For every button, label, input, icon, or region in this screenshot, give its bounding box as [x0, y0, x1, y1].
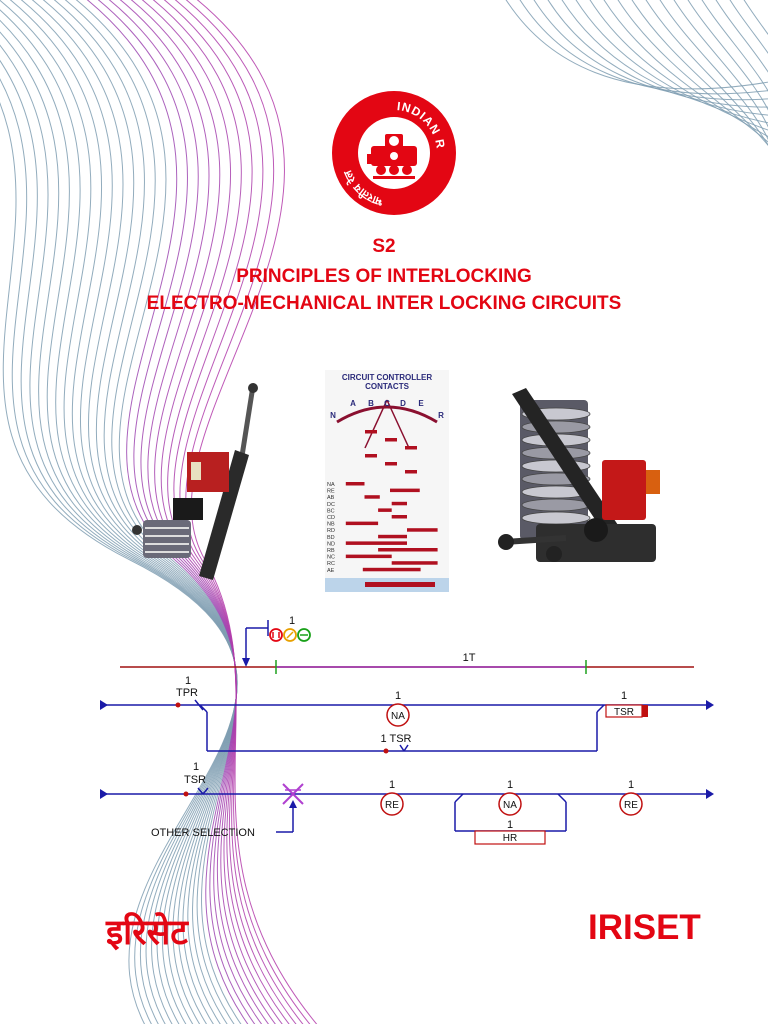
re1-number: 1 — [389, 779, 395, 791]
other-selection-label: OTHER SELECTION — [151, 827, 255, 839]
diagram-position-label: R — [438, 411, 444, 420]
na1-label: NA — [391, 711, 405, 722]
diagram-row-label: RE — [327, 489, 335, 495]
hr-number: 1 — [507, 819, 513, 831]
diagram-title-2: CONTACTS — [365, 382, 410, 391]
title-line-1: PRINCIPLES OF INTERLOCKING — [236, 266, 532, 287]
tpr-number: 1 — [185, 675, 191, 687]
diagram-contact-bar — [390, 488, 420, 493]
locomotive-emblem-icon — [367, 134, 417, 179]
diagram-contact-bar — [365, 430, 377, 434]
other-selection-contact-icon — [282, 783, 304, 805]
diagram-row-label: ND — [327, 541, 335, 547]
diagram-row-label: CD — [327, 515, 335, 521]
diagram-contact-bar — [385, 438, 397, 442]
diagram-contact-bar — [345, 541, 407, 545]
na2-number: 1 — [507, 779, 513, 791]
tsr-right-label: TSR — [614, 707, 634, 718]
diagram-row-label: AB — [327, 495, 335, 501]
hr-label: HR — [503, 833, 517, 844]
diagram-row-label: BC — [327, 508, 335, 514]
re2-number: 1 — [628, 779, 634, 791]
diagram-contact-bar — [362, 567, 421, 572]
diagram-contact-bar — [345, 554, 392, 559]
footer-hindi: इरिसेट — [106, 913, 188, 953]
diagram-contact-bar — [378, 508, 392, 512]
diagram-contact-bar — [378, 534, 407, 539]
diagram-contact-bar — [391, 561, 438, 565]
diagram-contact-bar — [407, 528, 438, 532]
diagram-title-1: CIRCUIT CONTROLLER — [342, 373, 432, 382]
tsr-left-label: TSR — [184, 774, 206, 786]
diagram-position-label: C — [384, 399, 390, 408]
indian-railways-logo: INDIAN RAILWAYS भारतीय रेल — [329, 88, 456, 215]
diagram-contact-bar — [365, 454, 377, 458]
diagram-contact-bar — [391, 515, 407, 519]
tsr-bottom-label: 1 TSR — [381, 733, 412, 745]
title-line-2: ELECTRO-MECHANICAL INTER LOCKING CIRCUIT… — [146, 293, 622, 314]
lever-photo-left — [132, 383, 258, 580]
interlocking-circuit-diagram: 1 1T 1 TPR 1 NA 1 TSR 1 TSR — [100, 615, 714, 845]
diagram-position-label: B — [368, 399, 374, 408]
diagram-row-label: NB — [327, 522, 335, 528]
diagram-contact-bar — [345, 521, 379, 526]
diagram-contact-bar — [378, 548, 438, 552]
diagram-position-label: E — [418, 399, 424, 408]
diagram-row-label: RB — [327, 548, 335, 554]
diagram-position-label: A — [350, 399, 356, 408]
diagram-position-label: D — [400, 399, 406, 408]
tsr-left-number: 1 — [193, 761, 199, 773]
diagram-contact-bar — [405, 470, 417, 474]
signal-number: 1 — [289, 615, 295, 627]
diagram-row-label: NA — [327, 482, 335, 488]
tsr-right-number: 1 — [621, 690, 627, 702]
track-label: 1T — [463, 652, 476, 664]
diagram-contact-bar — [345, 482, 365, 486]
tpr-label: TPR — [176, 687, 198, 699]
diagram-row-label: DC — [327, 502, 335, 508]
footer-iriset: IRISET — [588, 908, 701, 947]
signal-icon — [242, 620, 311, 667]
diagram-row-label: RC — [327, 561, 335, 567]
lever-photo-right — [498, 388, 660, 562]
diagram-row-label: BD — [327, 535, 335, 541]
na1-number: 1 — [395, 690, 401, 702]
diagram-position-label: N — [330, 411, 336, 420]
course-code: S2 — [372, 236, 396, 257]
diagram-row-label: NC — [327, 555, 335, 561]
diagram-contact-bar — [391, 501, 407, 506]
diagram-contact-bar — [385, 462, 397, 466]
diagram-row-label: AE — [327, 568, 335, 574]
diagram-contact-bar — [364, 495, 380, 499]
na2-label: NA — [503, 800, 517, 811]
re1-label: RE — [385, 800, 399, 811]
diagram-row-label: RD — [327, 528, 335, 534]
re2-label: RE — [624, 800, 638, 811]
diagram-contact-bar — [405, 446, 417, 450]
